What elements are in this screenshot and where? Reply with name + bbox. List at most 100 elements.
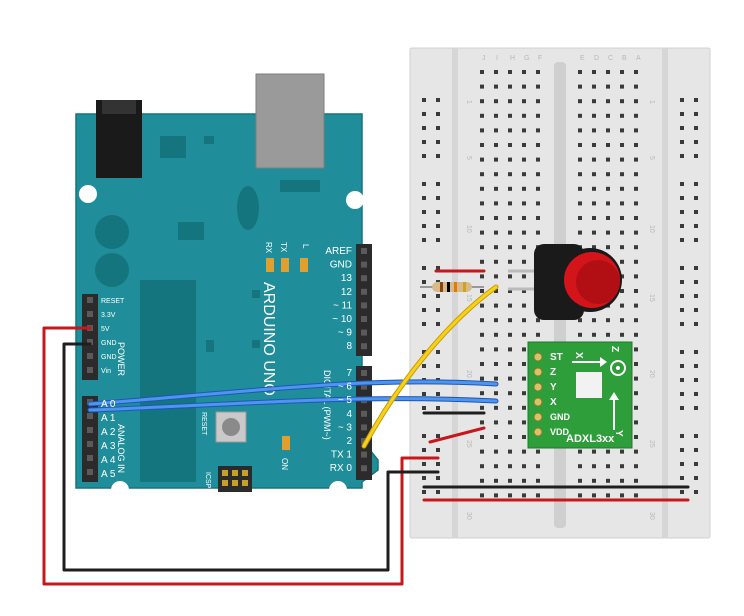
bb-hole (620, 245, 624, 250)
bb-rail-hole (422, 322, 426, 326)
pin-label: RESET (101, 298, 125, 305)
bb-rail-hole (436, 196, 440, 200)
smd-4 (206, 340, 214, 352)
bb-rail-hole (694, 280, 698, 284)
bb-rail-hole (694, 434, 698, 438)
bb-rail-hole (436, 154, 440, 158)
bb-hole (620, 216, 624, 220)
bb-row-20-right: 20 (648, 370, 655, 378)
bb-hole (480, 143, 484, 147)
bb-rail-hole (694, 182, 698, 186)
bb-hole (508, 435, 512, 439)
bb-hole (620, 143, 624, 147)
bb-hole (522, 391, 526, 396)
bb-hole (508, 201, 512, 206)
bb-rail-hole (680, 364, 684, 368)
bb-rail-hole (694, 364, 698, 368)
bb-rail-hole (694, 238, 698, 242)
led-l (300, 258, 308, 272)
mount-hole-bottom-left (111, 481, 129, 499)
bb-row-1-left: 1 (465, 100, 472, 104)
bb-rail-hole (694, 490, 698, 494)
bb-hole (494, 347, 498, 352)
power-header (82, 294, 98, 380)
header-pin (361, 248, 367, 254)
z-axis-dot (616, 366, 620, 370)
bb-letter-e: E (580, 55, 585, 62)
bb-rail-hole (680, 238, 684, 242)
bb-hole (508, 362, 512, 366)
bb-rail-hole (436, 266, 440, 270)
bb-hole (494, 84, 498, 89)
bb-hole (508, 259, 512, 264)
header-pin (361, 302, 367, 309)
led-on (282, 436, 290, 450)
pin-label: ~ 11 (333, 300, 352, 311)
bb-hole (480, 113, 484, 118)
header-pin (87, 469, 93, 475)
bb-hole (578, 157, 582, 162)
analog-header (82, 396, 98, 482)
bb-hole (634, 201, 638, 206)
bb-letter-b: B (622, 55, 627, 62)
adxl-pin-pad (533, 352, 543, 362)
bb-hole (494, 128, 498, 133)
pushbutton[interactable] (508, 244, 622, 320)
bb-hole (536, 143, 540, 147)
bb-hole (606, 332, 610, 337)
bb-hole (578, 128, 582, 133)
bb-hole (578, 230, 582, 235)
mount-hole-bottom-right (329, 481, 347, 499)
pin-label: GND (330, 260, 352, 271)
bb-hole (620, 303, 624, 308)
power-jack-top (102, 100, 136, 114)
bb-rail-hole (680, 196, 684, 200)
reset-button-cap[interactable] (222, 418, 240, 436)
icsp-header (218, 466, 252, 492)
bb-hole (494, 420, 498, 425)
pin-label: 5V (101, 326, 110, 333)
bb-rail-hole (694, 154, 698, 158)
bb-hole (578, 216, 582, 220)
bb-hole (480, 318, 484, 323)
header-pin (87, 297, 93, 303)
header-pin (361, 261, 367, 268)
bb-rail-hole (436, 434, 440, 438)
bb-hole (494, 449, 498, 454)
capacitor-1 (95, 215, 129, 249)
pin-label: A 1 (101, 413, 116, 424)
bb-rail-hole (422, 196, 426, 200)
bb-rail-hole (436, 364, 440, 368)
breadboard-rail-divider-left (452, 48, 458, 538)
adxl-axis-y: Y (613, 430, 624, 437)
bb-rail-hole (694, 294, 698, 298)
bb-rail-hole (422, 266, 426, 270)
bb-row-25-left: 25 (465, 440, 472, 448)
bb-hole (634, 157, 638, 162)
bb-rail-hole (436, 462, 440, 466)
bb-hole (494, 303, 498, 308)
pin-label: 12 (341, 287, 353, 298)
bb-hole (606, 157, 610, 162)
bb-rail-hole (694, 126, 698, 130)
bb-hole (592, 84, 596, 89)
header-pin (361, 410, 367, 417)
led-label-tx: TX (279, 242, 288, 253)
bb-row-5-right: 5 (648, 156, 655, 160)
bb-hole (634, 289, 638, 293)
bb-rail-hole (694, 98, 698, 102)
bb-rail-hole (680, 448, 684, 452)
bb-hole (480, 172, 484, 177)
bb-rail-hole (436, 350, 440, 354)
bb-hole (536, 318, 540, 323)
bb-rail-hole (422, 224, 426, 228)
bb-hole (634, 420, 638, 425)
header-pin (87, 339, 93, 345)
mount-hole-top-right (346, 191, 364, 209)
breadboard-rail-divider-right (662, 48, 668, 538)
capacitor-2 (95, 253, 129, 287)
bb-rail-hole (422, 154, 426, 158)
bb-hole (634, 186, 638, 191)
bb-hole (606, 143, 610, 147)
